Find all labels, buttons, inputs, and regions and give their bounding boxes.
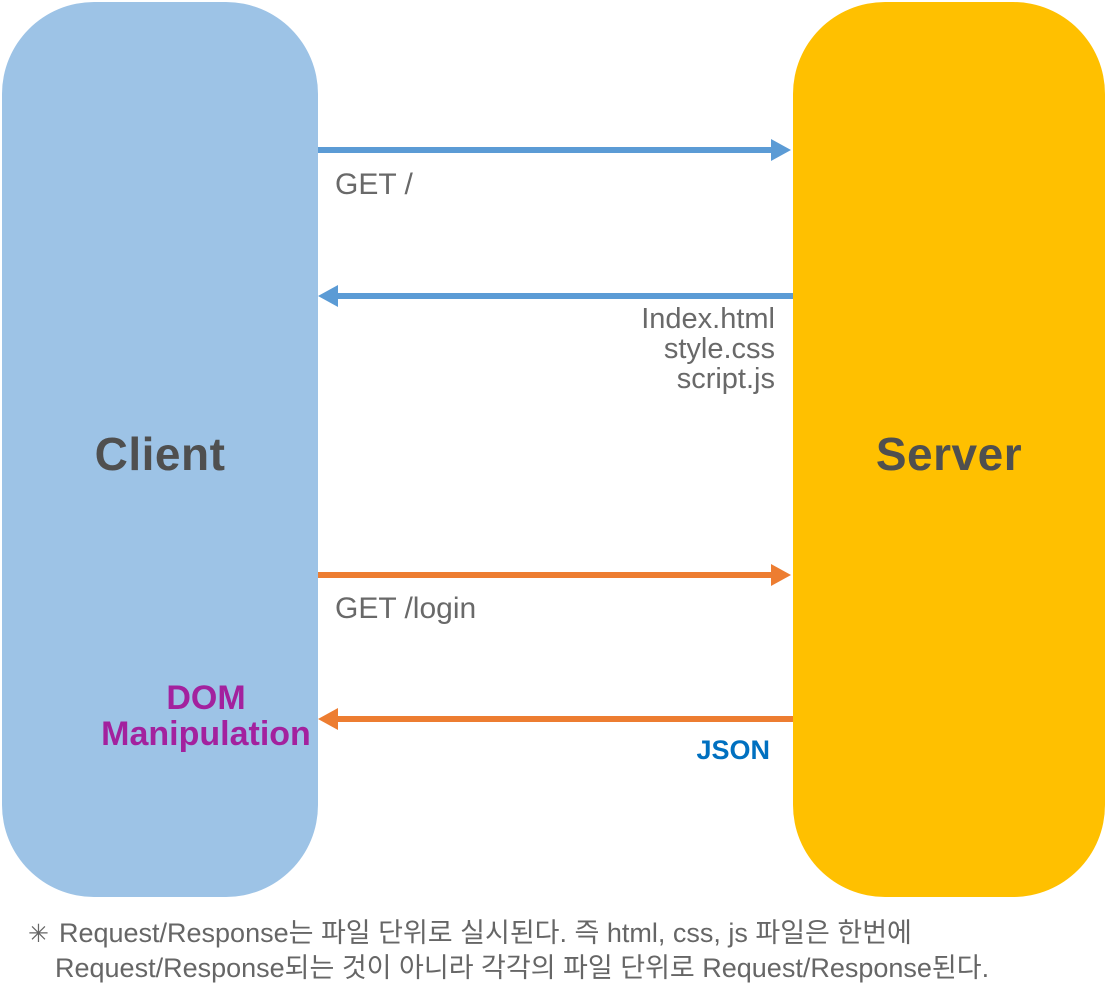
arrow-head-right-icon xyxy=(771,564,791,586)
response-arrow-json xyxy=(318,708,793,730)
request-arrow-get-login xyxy=(318,564,791,586)
client-box: Client xyxy=(2,2,318,897)
arrow-shaft xyxy=(338,716,793,722)
dom-manipulation-label: DOM Manipulation xyxy=(46,680,366,752)
arrow-shaft xyxy=(318,572,771,578)
footnote-line2: Request/Response되는 것이 아니라 각각의 파일 단위로 Req… xyxy=(55,953,990,983)
client-box-title: Client xyxy=(94,428,226,480)
arrow-shaft xyxy=(338,293,793,299)
request-label-get-root: GET / xyxy=(335,168,413,201)
dom-manipulation-line2: Manipulation xyxy=(101,715,311,753)
footnote-line1-text: Request/Response는 파일 단위로 실시된다. 즉 html, c… xyxy=(58,918,912,948)
response-files-label: Index.html style.css script.js xyxy=(641,304,775,394)
dom-manipulation-line1: DOM xyxy=(166,679,246,717)
request-arrow-get-root xyxy=(318,139,791,161)
response-file-style-css: style.css xyxy=(663,333,775,365)
arrow-head-right-icon xyxy=(771,139,791,161)
response-file-script-js: script.js xyxy=(676,363,775,395)
arrow-head-left-icon xyxy=(318,285,338,307)
server-box: Server xyxy=(793,2,1105,897)
footnote-line1: ✳ Request/Response는 파일 단위로 실시된다. 즉 html,… xyxy=(28,916,989,951)
response-label-json: JSON xyxy=(696,735,770,765)
arrow-shaft xyxy=(318,147,771,153)
request-label-get-login: GET /login xyxy=(335,592,477,625)
footnote: ✳ Request/Response는 파일 단위로 실시된다. 즉 html,… xyxy=(28,916,989,985)
arrow-head-left-icon xyxy=(318,708,338,730)
response-file-index-html: Index.html xyxy=(641,303,775,335)
server-box-title: Server xyxy=(875,428,1023,480)
asterisk-icon: ✳ xyxy=(28,920,49,948)
response-arrow-files xyxy=(318,285,793,307)
